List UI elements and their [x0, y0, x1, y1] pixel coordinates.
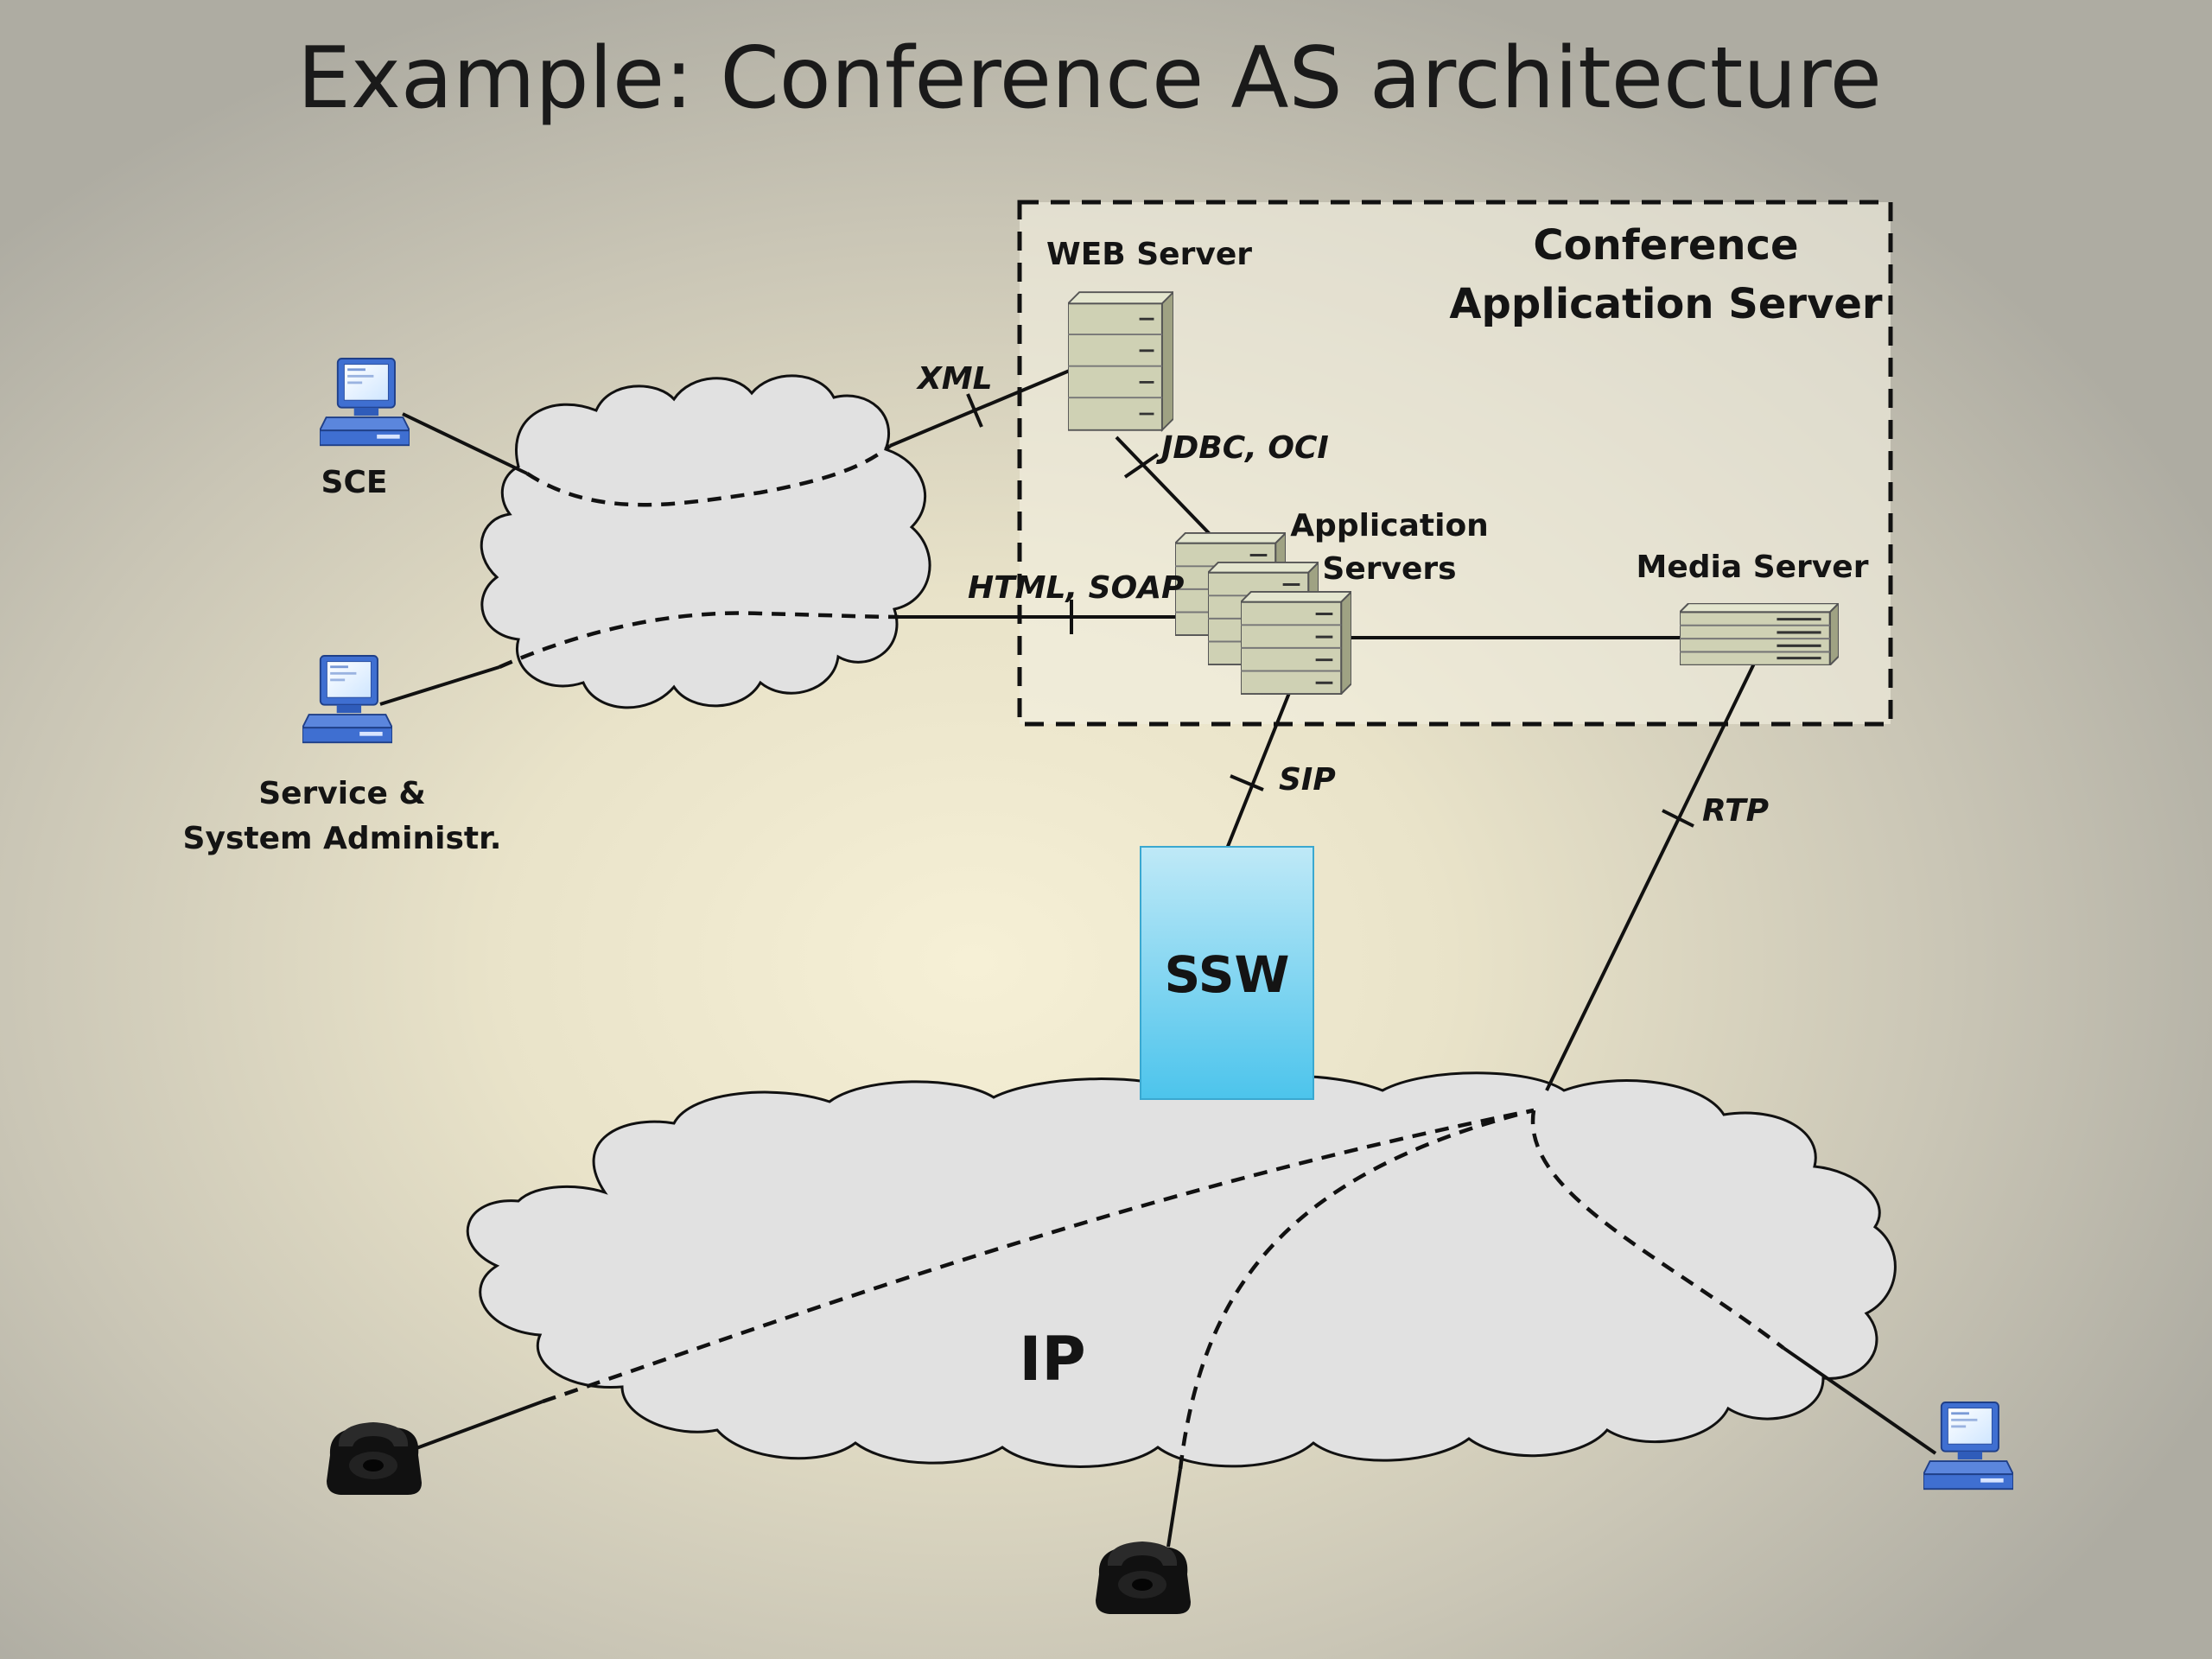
dashed-path-admin-app — [499, 611, 899, 670]
tick-jdbc — [1123, 453, 1160, 479]
app-server-icon[interactable] — [1241, 591, 1351, 695]
dashed-path-phone-left — [542, 1108, 1535, 1404]
telephone-icon[interactable] — [327, 1422, 422, 1495]
web-server-icon[interactable] — [1068, 290, 1173, 432]
link-phone-bottom — [1166, 1468, 1182, 1548]
tick-xml — [966, 393, 983, 428]
as-box-title-line2: Application Server — [1449, 280, 1883, 328]
link-app-ssw — [1225, 692, 1291, 849]
link-sce-cloud — [402, 412, 528, 475]
slide-title: Example: Conference AS architecture — [297, 29, 1882, 128]
admin-label-line1: Service & — [258, 776, 426, 811]
ssw-label: SSW — [1165, 945, 1290, 1004]
link-web-app — [1115, 435, 1211, 536]
web-server-label: WEB Server — [1046, 237, 1252, 272]
sip-label: SIP — [1279, 762, 1336, 798]
link-cloud-web — [889, 368, 1072, 448]
dashed-path-phone-bottom — [1178, 1108, 1535, 1470]
sce-label: SCE — [321, 465, 388, 500]
ip-cloud-label: IP — [1019, 1324, 1085, 1395]
media-server-icon[interactable] — [1680, 603, 1839, 665]
jdbc-oci-label: JDBC, OCI — [1156, 430, 1329, 466]
admin-label-line2: System Administr. — [183, 821, 502, 856]
end-computer-icon[interactable] — [1923, 1402, 2013, 1491]
xml-label: XML — [916, 361, 993, 397]
as-box-title-line1: Conference — [1533, 221, 1798, 270]
media-server-label: Media Server — [1637, 550, 1869, 585]
access-cloud-icon — [480, 374, 931, 709]
admin-computer-icon[interactable] — [302, 655, 392, 744]
html-soap-label: HTML, SOAP — [968, 570, 1184, 606]
sce-computer-icon[interactable] — [320, 358, 410, 447]
rtp-label: RTP — [1702, 793, 1769, 829]
link-pc-right — [1782, 1346, 1937, 1455]
ssw-box[interactable] — [1140, 846, 1314, 1100]
tick-sip — [1230, 774, 1264, 791]
ip-cloud-icon — [466, 1071, 1897, 1468]
app-servers-label-line1: Application — [1290, 508, 1489, 543]
telephone-icon[interactable] — [1096, 1541, 1191, 1614]
link-admin-cloud — [379, 665, 500, 706]
app-servers-label-line2: Servers — [1322, 551, 1456, 587]
tick-rtp — [1662, 809, 1694, 828]
dashed-path-pc-right — [1530, 1109, 1785, 1350]
link-phone-left — [416, 1400, 543, 1450]
link-media-ip — [1545, 663, 1756, 1091]
